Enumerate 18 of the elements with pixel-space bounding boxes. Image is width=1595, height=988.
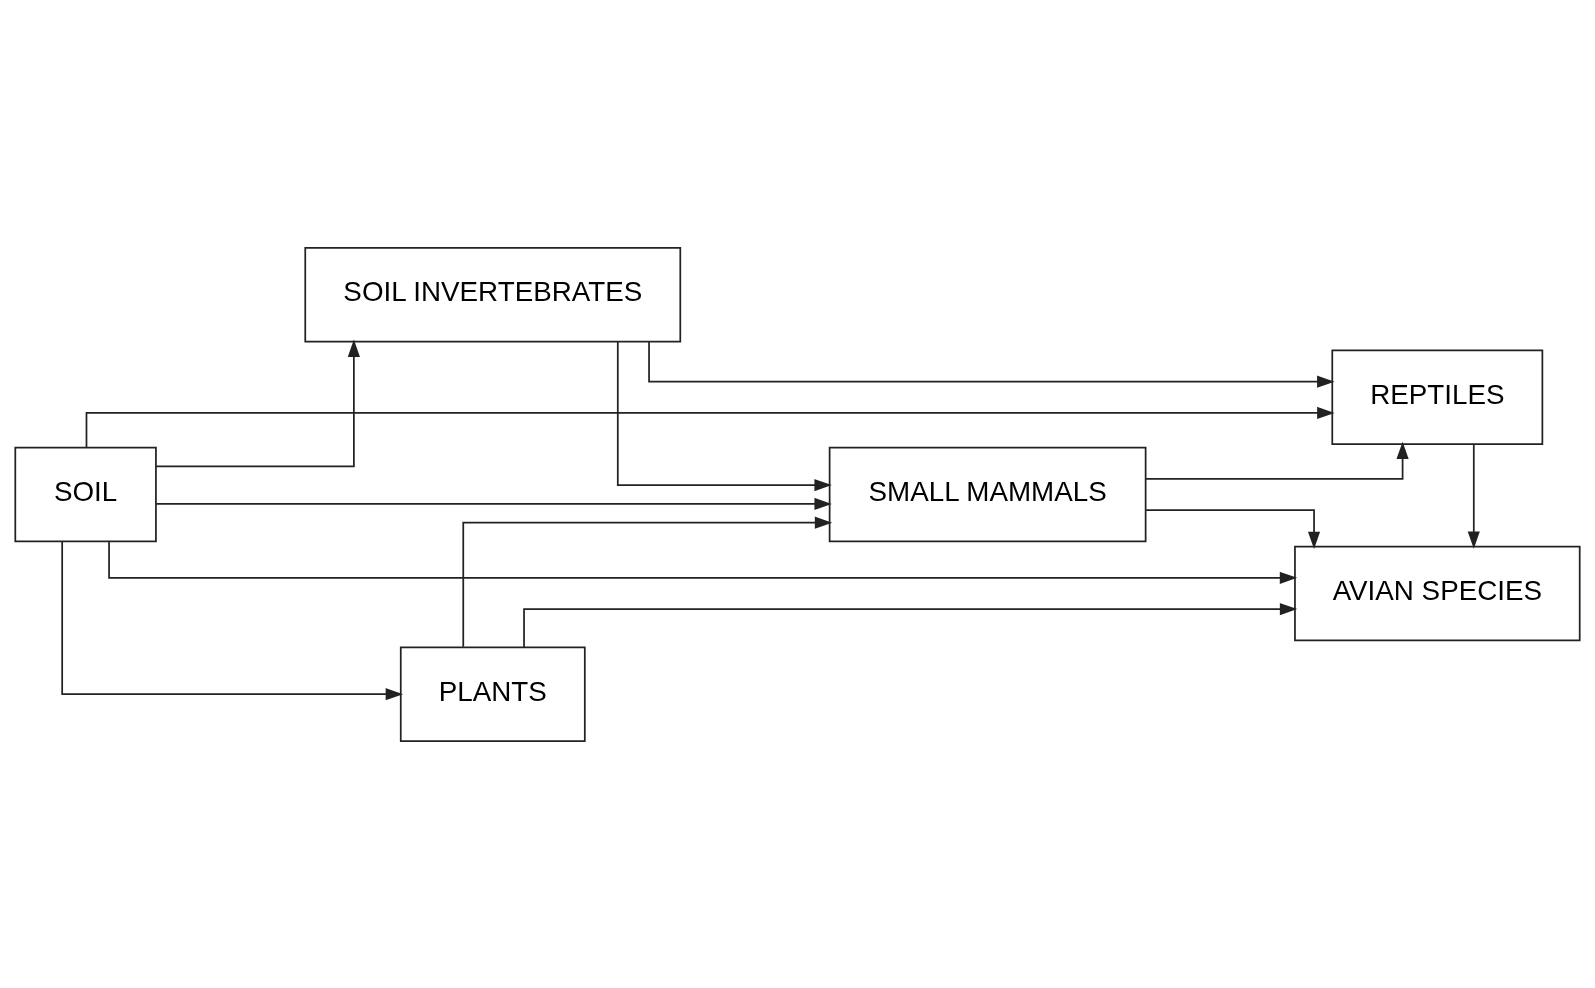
node-box: AVIAN SPECIES [1294,545,1581,641]
node-box: PLANTS [399,645,586,742]
arrow [108,540,1298,584]
node-box: SOIL [14,446,157,542]
arrow [523,602,1298,648]
arrow [61,540,404,700]
arrow [1467,442,1480,549]
arrow [462,516,833,648]
arrow [1144,441,1409,480]
arrow [648,340,1335,388]
arrow [155,497,832,510]
arrow [1145,508,1321,549]
arrow [85,406,1335,448]
node-box: SMALL MAMMALS [828,446,1147,542]
arrow [616,340,832,491]
node-box: REPTILES [1331,349,1544,445]
arrow [155,339,360,467]
node-box: SOIL INVERTEBRATES [304,246,682,343]
